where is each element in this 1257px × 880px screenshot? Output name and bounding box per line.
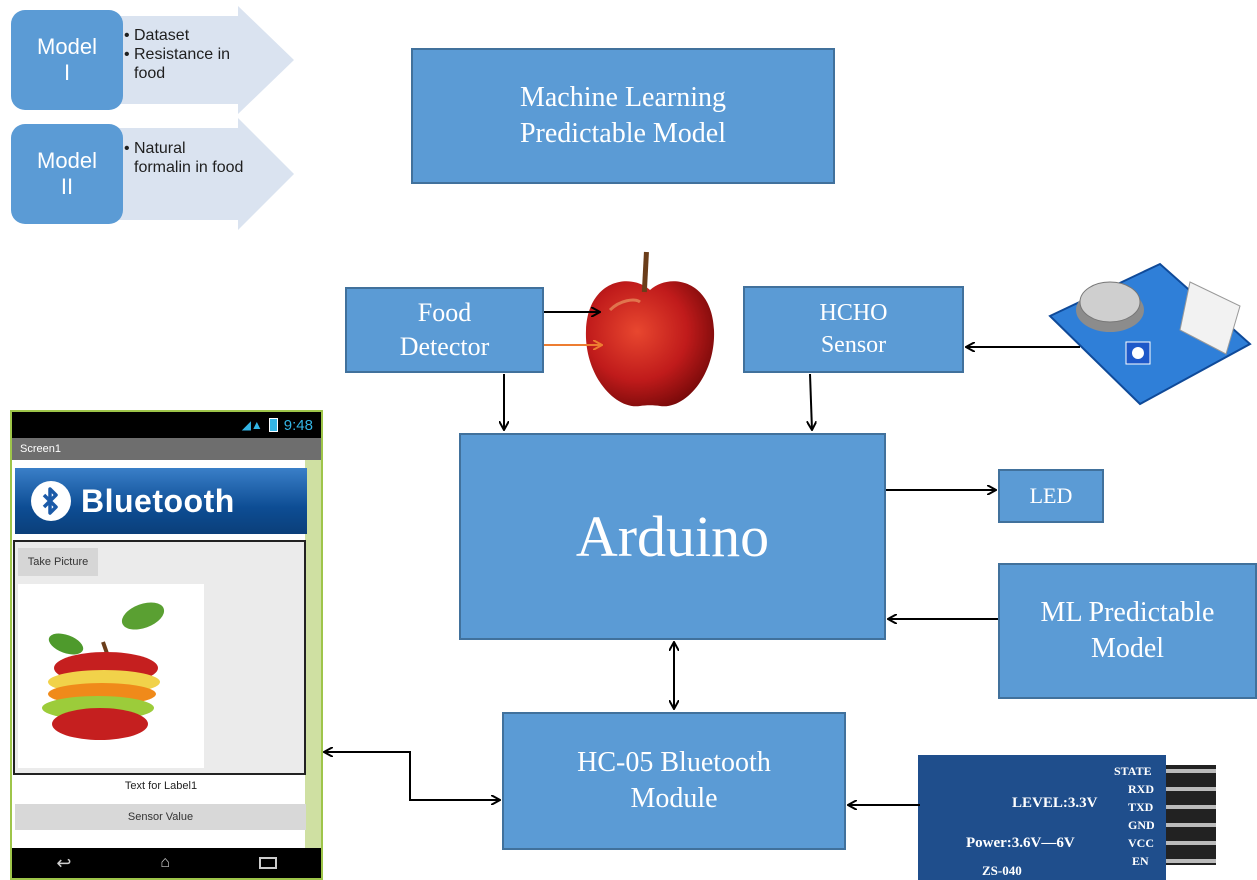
recents-icon[interactable] [258,857,277,869]
led-label: LED [1029,482,1073,508]
home-icon[interactable]: ⌂ [160,854,170,871]
wifi-signal-icon: ◢▲ [241,418,263,432]
arrow-sensor-to-arduino [810,373,812,430]
phone-status-bar: ◢▲ 9:48 [12,412,321,438]
sensor-value-button[interactable]: Sensor Value [15,804,306,830]
model-i-bullet: Dataset [124,26,264,45]
model-i-bullet: Resistance in food [124,45,264,83]
model-i-tile: Model I [11,10,123,110]
food-detector-label: Food Detector [399,298,490,361]
bluetooth-banner-text: Bluetooth [81,482,235,519]
phone-nav-bar: ↩ ⌂ [12,848,321,878]
phone-time: 9:48 [283,416,313,434]
food-detector-box: Food Detector [345,287,544,373]
bt-power-label: Power:3.6V—6V [966,835,1075,851]
take-picture-button[interactable]: Take Picture [18,548,98,576]
bluetooth-logo-icon [31,481,71,521]
phone-screen-title: Screen1 [20,443,61,455]
arrow-phone-hc05 [324,752,500,800]
phone-title-bar: Screen1 [12,438,321,460]
bt-model-label: ZS-040 [982,863,1022,878]
hcho-sensor-box: HCHO Sensor [743,286,964,373]
hcho-sensor-board [1048,262,1252,406]
model-i-title: Model I [37,33,97,85]
hcho-sensor-label: HCHO Sensor [819,300,888,358]
bt-pin-label: VCC [1128,836,1154,850]
bt-pin-label: RXD [1128,782,1154,796]
model-ii-bullet: Natural formalin in food [124,139,244,177]
arduino-label: Arduino [575,503,770,569]
bluetooth-banner: Bluetooth [15,468,307,534]
model-ii-bullets: Natural formalin in food [124,139,244,177]
bt-level-label: LEVEL:3.3V [1012,795,1098,811]
text-label1: Text for Label1 [124,780,198,792]
ml-box: Machine Learning Predictable Model [411,48,835,184]
hc05-label: HC-05 Bluetooth Module [577,746,771,814]
ml-box-label: Machine Learning Predictable Model [519,81,727,149]
model-ii-title: Model II [37,147,97,199]
bt-module-image: STATE RXD TXD GND VCC EN LEVEL:3.3V Powe… [918,755,1216,880]
apple-image [585,251,715,407]
fruit-photo [18,584,204,768]
hc05-box: HC-05 Bluetooth Module [502,712,846,850]
phone-scrollbar[interactable] [305,460,321,848]
bt-pin-label: TXD [1128,800,1154,814]
bt-pin-label: GND [1128,818,1155,832]
arduino-box: Arduino [459,433,886,640]
model-ii-tile: Model II [11,124,123,224]
model-i-bullets: Dataset Resistance in food [124,26,264,84]
bt-pin-label: EN [1132,854,1149,868]
battery-icon [268,418,278,432]
phone-mockup: ◢▲ 9:48 Screen1 Bluetooth Take Picture [10,410,323,880]
ml-predictable-label: ML Predictable Model [1040,596,1215,664]
led-box: LED [998,469,1104,523]
back-icon[interactable]: ↩ [56,852,72,873]
ml-predictable-box: ML Predictable Model [998,563,1257,699]
bt-pin-label: STATE [1114,764,1152,778]
camera-panel: Take Picture [13,540,306,775]
